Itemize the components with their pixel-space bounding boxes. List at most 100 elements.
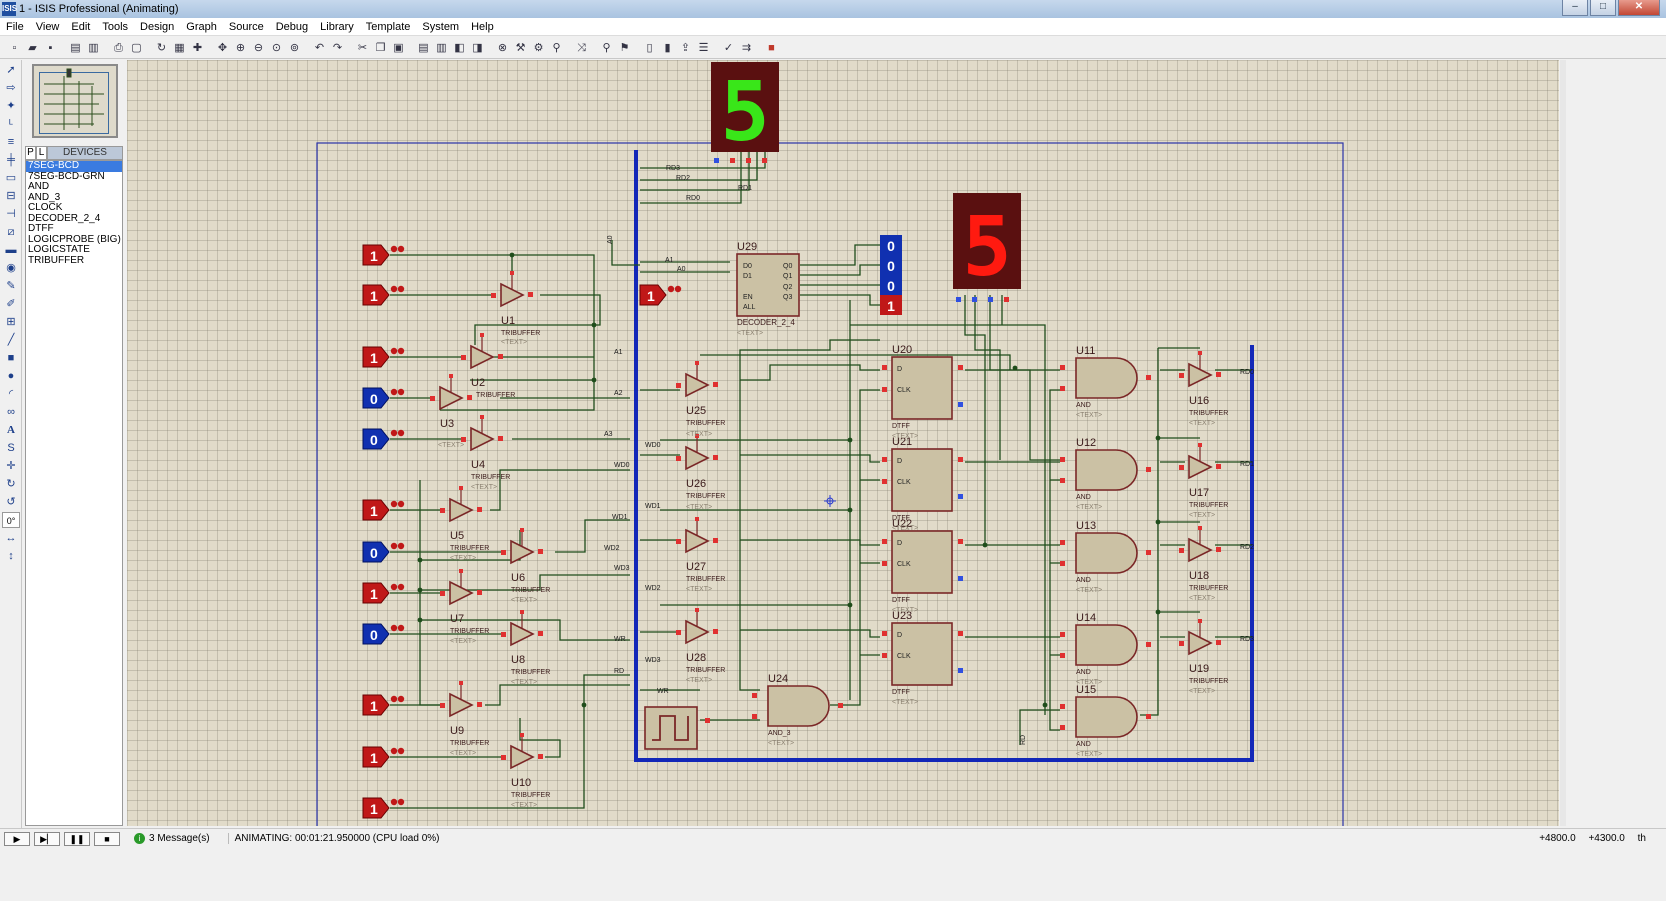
block-rotate-icon[interactable]: ◧ [454,41,465,54]
subcircuit-icon[interactable]: ▭ [5,172,17,184]
export-icon[interactable]: ▥ [88,41,99,54]
path-icon[interactable]: ∞ [7,406,15,418]
schematic-canvas[interactable]: 5 5 U29 D0 D1 EN ALL Q0 Q1 Q2 Q3 DECODER… [127,60,1559,826]
print-icon[interactable]: ⎙ [114,41,123,54]
decoder-u29[interactable]: U29 D0 D1 EN ALL Q0 Q1 Q2 Q3 DECODER_2_4… [736,241,800,337]
minimize-button[interactable]: – [1562,0,1588,16]
maximize-button[interactable]: □ [1590,0,1616,16]
device-item[interactable]: DECODER_2_4 [28,213,101,224]
exit-to-parent-icon[interactable]: ⇪ [680,41,691,54]
line-icon[interactable]: ╱ [7,334,15,346]
zoom-in-icon[interactable]: ⊕ [235,41,246,54]
step-button[interactable]: ▶▏ [34,831,60,846]
virtual-instruments-icon[interactable]: ⊞ [6,316,16,328]
bill-of-materials-icon[interactable]: ☰ [698,41,709,54]
terminals-icon[interactable]: ⊟ [6,190,16,202]
zoom-all-icon[interactable]: ⊙ [271,41,282,54]
block-move-icon[interactable]: ▥ [436,41,447,54]
box-icon[interactable]: ■ [7,352,15,364]
bus-icon[interactable]: ╪ [7,154,15,166]
device-pins-icon[interactable]: ⊣ [6,208,16,220]
symbol-icon[interactable]: S [7,442,15,454]
device-item[interactable]: AND [28,182,50,192]
origin-icon[interactable]: ✚ [192,41,203,54]
rotate-cw-icon[interactable]: ↻ [6,478,16,490]
selection-mode-icon[interactable]: ➚ [6,64,16,76]
block-delete-icon[interactable]: ◨ [472,41,483,54]
redo-icon[interactable]: ↷ [332,41,343,54]
mirror-x-icon[interactable]: ↔ [5,532,17,544]
close-button[interactable]: ✕ [1618,0,1660,16]
copy-icon[interactable]: ❐ [375,41,386,54]
arc-icon[interactable]: ◜ [8,388,14,400]
property-tool-icon[interactable]: ⚑ [619,41,630,54]
device-item[interactable]: LOGICSTATE [28,245,90,255]
remove-sheet-icon[interactable]: ▮ [664,41,671,54]
menu-view[interactable]: View [35,20,60,33]
zoom-out-icon[interactable]: ⊖ [253,41,264,54]
menu-tools[interactable]: Tools [102,20,129,33]
menu-library[interactable]: Library [320,20,354,33]
grid-icon[interactable]: ▦ [174,41,185,54]
menu-debug[interactable]: Debug [275,20,309,33]
import-icon[interactable]: ▤ [70,41,81,54]
new-sheet-icon[interactable]: ▯ [646,41,653,54]
menu-system[interactable]: System [422,20,460,33]
pan-icon[interactable]: ✥ [217,41,228,54]
voltage-probe-icon[interactable]: ✎ [6,280,16,292]
overview-window[interactable] [32,64,118,138]
wire-autorouter-icon[interactable]: ⤨ [577,41,586,54]
undo-icon[interactable]: ↶ [314,41,325,54]
menu-edit[interactable]: Edit [71,20,91,33]
menu-source[interactable]: Source [228,20,264,33]
device-item[interactable]: CLOCK [28,203,63,213]
erc-icon[interactable]: ✓ [723,41,734,54]
packaging-icon[interactable]: ⚙ [533,41,544,54]
device-list[interactable]: 7SEG-BCD 7SEG-BCD-GRN AND AND_3 CLOCK DE… [25,160,123,826]
tape-recorder-icon[interactable]: ▬ [5,244,17,256]
zoom-area-icon[interactable]: ⊚ [289,41,300,54]
text-icon[interactable]: A [7,424,15,436]
menu-file[interactable]: File [6,20,24,33]
search-icon[interactable]: ⚲ [602,41,611,54]
make-device-icon[interactable]: ⚒ [515,41,526,54]
circle-icon[interactable]: ● [7,370,15,382]
menu-help[interactable]: Help [471,20,494,33]
block-copy-icon[interactable]: ▤ [418,41,429,54]
ares-icon[interactable]: ■ [768,41,775,54]
menu-design[interactable]: Design [140,20,175,33]
redraw-icon[interactable]: ↻ [156,41,167,54]
text-script-icon[interactable]: ≡ [7,136,15,148]
component-mode-icon[interactable]: ⇨ [6,82,16,94]
library-tab[interactable]: L [36,146,47,160]
open-file-icon[interactable]: ▰ [28,41,37,54]
device-item[interactable]: 7SEG-BCD [26,161,122,172]
rotate-ccw-icon[interactable]: ↺ [6,496,16,508]
current-probe-icon[interactable]: ✐ [6,298,16,310]
save-icon[interactable]: ▪ [48,41,53,54]
decompose-icon[interactable]: ⚲ [552,41,561,54]
marker-icon[interactable]: ✛ [6,460,16,472]
pause-button[interactable]: ❚❚ [64,831,90,846]
generator-icon[interactable]: ◉ [6,262,16,274]
vertical-scrollbar[interactable] [1560,60,1566,826]
graph-icon[interactable]: ⧄ [7,226,15,238]
device-item[interactable]: DTFF [28,224,54,234]
menu-template[interactable]: Template [365,20,411,33]
paste-icon[interactable]: ▣ [393,41,404,54]
pick-devices-tab[interactable]: P [25,146,36,160]
stop-button[interactable]: ■ [94,831,120,846]
junction-dot-icon[interactable]: ✦ [6,100,16,112]
device-item[interactable]: LOGICPROBE (BIG) [28,234,121,245]
new-file-icon[interactable]: ▫ [12,41,17,54]
logic-states[interactable]: 1 1 1 0 0 1 0 1 0 1 1 1 1 [362,244,682,819]
wire-label-icon[interactable]: ᴸ [9,118,13,130]
rotation-field[interactable]: 0° [2,512,20,528]
mirror-y-icon[interactable]: ↕ [8,550,14,562]
menu-graph[interactable]: Graph [186,20,217,33]
cut-icon[interactable]: ✂ [357,41,368,54]
pick-device-icon[interactable]: ⊗ [497,41,508,54]
